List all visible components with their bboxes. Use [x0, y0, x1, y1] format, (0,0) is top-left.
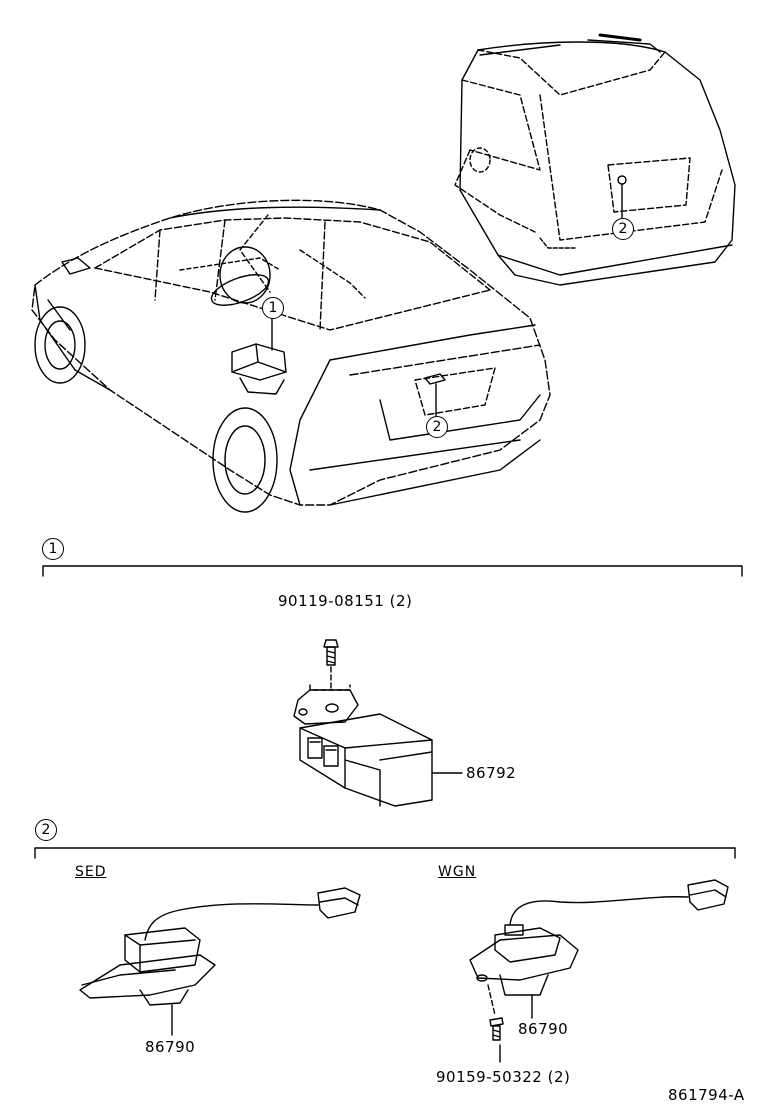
figure-id: 861794-A — [668, 1086, 745, 1104]
sed-lamp-part-number: 86790 — [145, 1038, 196, 1056]
section-2-marker: 2 — [35, 819, 57, 841]
screw-part-number: 90159-50322 (2) — [436, 1068, 571, 1086]
wagon-illustration — [454, 33, 736, 286]
wgn-variant-label: WGN — [438, 864, 477, 880]
callout-1-sedan: 1 — [262, 297, 284, 319]
callout-2-wagon: 2 — [612, 218, 634, 240]
sed-license-lamp-86790 — [79, 887, 361, 1036]
sed-variant-label: SED — [75, 864, 107, 880]
bolt-part-number: 90119-08151 (2) — [278, 592, 413, 610]
wgn-license-lamp-86790 — [469, 879, 729, 1063]
section-1-bracket — [42, 565, 743, 577]
wgn-lamp-part-number: 86790 — [518, 1020, 569, 1038]
sedan-illustration — [31, 199, 551, 513]
relay-module-part-number: 86792 — [466, 764, 517, 782]
callout-2-sedan: 2 — [426, 416, 448, 438]
section-1-marker: 1 — [42, 538, 64, 560]
section-2-bracket — [34, 847, 736, 859]
relay-module-86792 — [293, 639, 463, 807]
